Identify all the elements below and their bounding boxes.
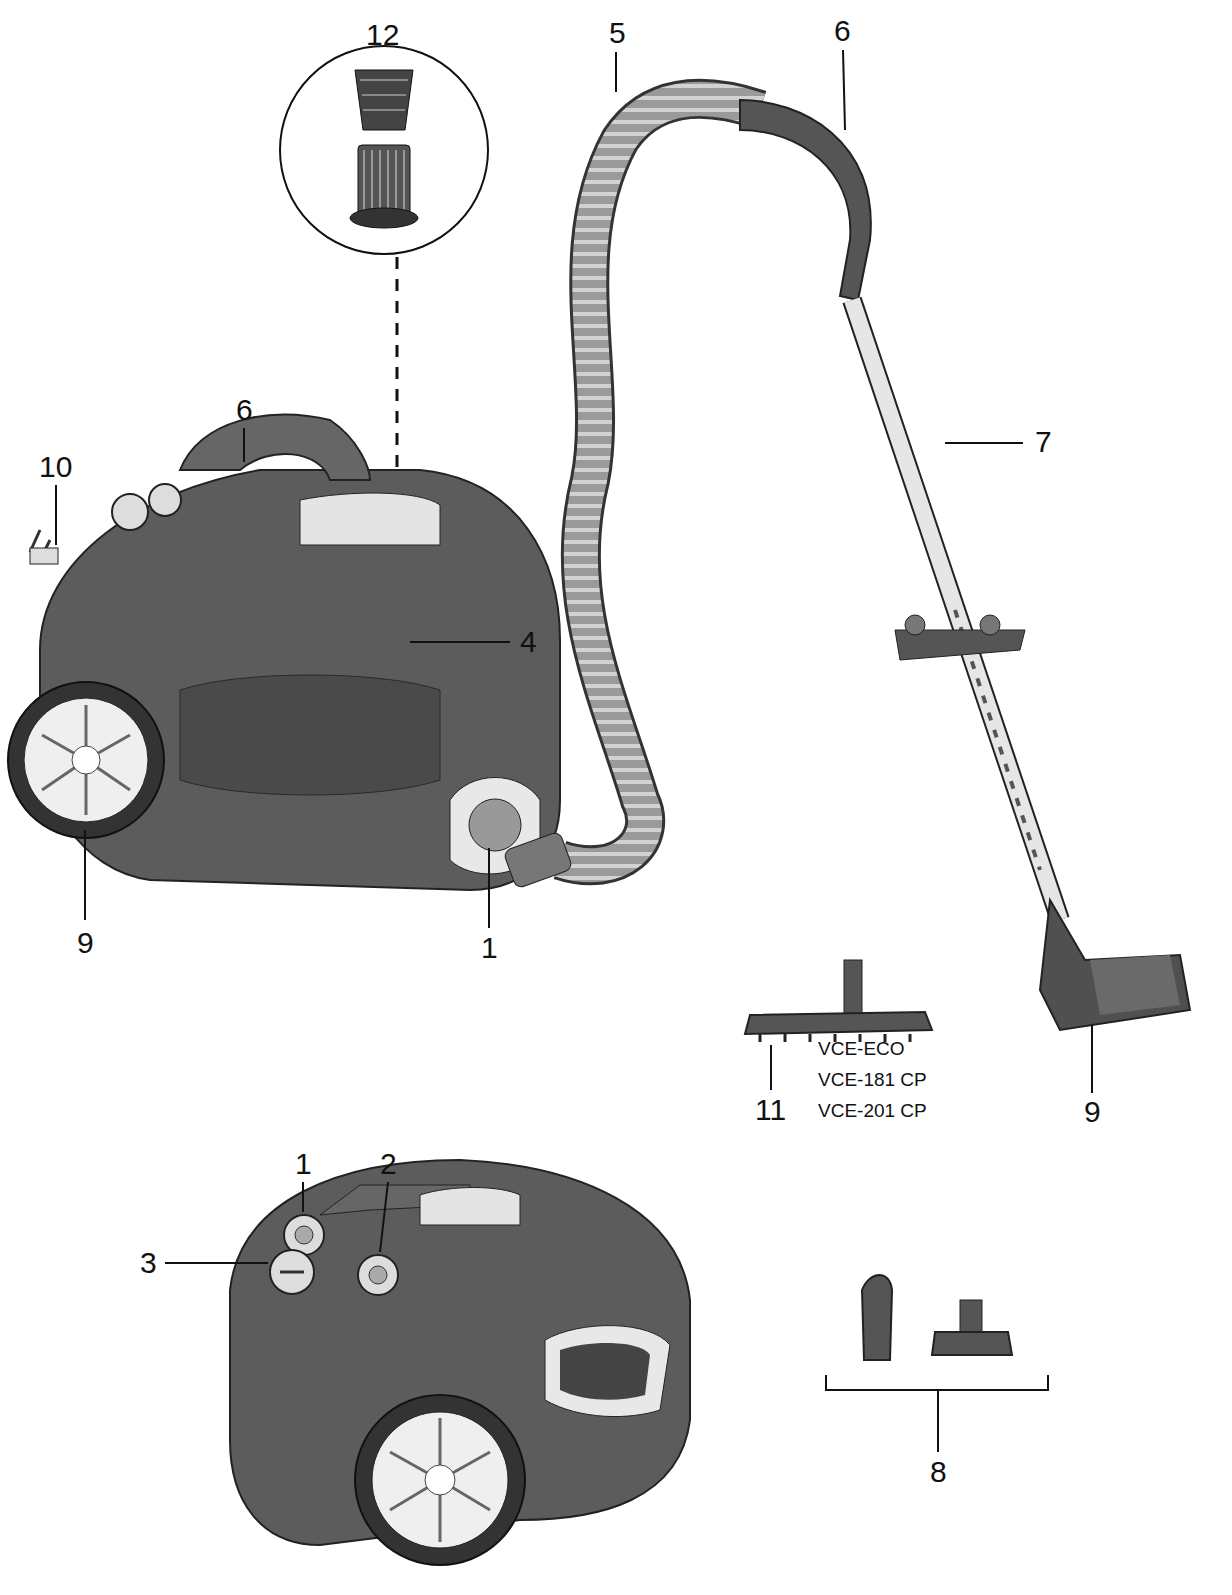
accessory-tools xyxy=(862,1275,1012,1360)
vacuum-body xyxy=(8,414,560,890)
callout-number: 9 xyxy=(1084,1097,1101,1127)
callout-number: 2 xyxy=(380,1149,397,1179)
callout-number: 7 xyxy=(1035,427,1052,457)
callout-number: 4 xyxy=(520,627,537,657)
model-name: VCE-181 CP xyxy=(818,1070,927,1089)
callout-number: 6 xyxy=(236,395,253,425)
callout-number: 5 xyxy=(609,18,626,48)
hose-and-wand xyxy=(503,99,1190,1030)
callout-number: 8 xyxy=(930,1457,947,1487)
callout-number: 1 xyxy=(295,1149,312,1179)
callout-number: 10 xyxy=(39,452,72,482)
model-name: VCE-ECO xyxy=(818,1039,905,1058)
callout-number: 3 xyxy=(140,1248,157,1278)
callout-number: 1 xyxy=(481,933,498,963)
parquet-nozzle xyxy=(745,960,932,1042)
callout-number: 9 xyxy=(77,928,94,958)
callout-number: 6 xyxy=(834,16,851,46)
callout-number: 11 xyxy=(755,1095,786,1125)
callout-number: 12 xyxy=(366,20,399,50)
vacuum-body-rear xyxy=(230,1160,690,1565)
leader-lines xyxy=(56,50,1092,1452)
model-name: VCE-201 CP xyxy=(818,1101,927,1120)
